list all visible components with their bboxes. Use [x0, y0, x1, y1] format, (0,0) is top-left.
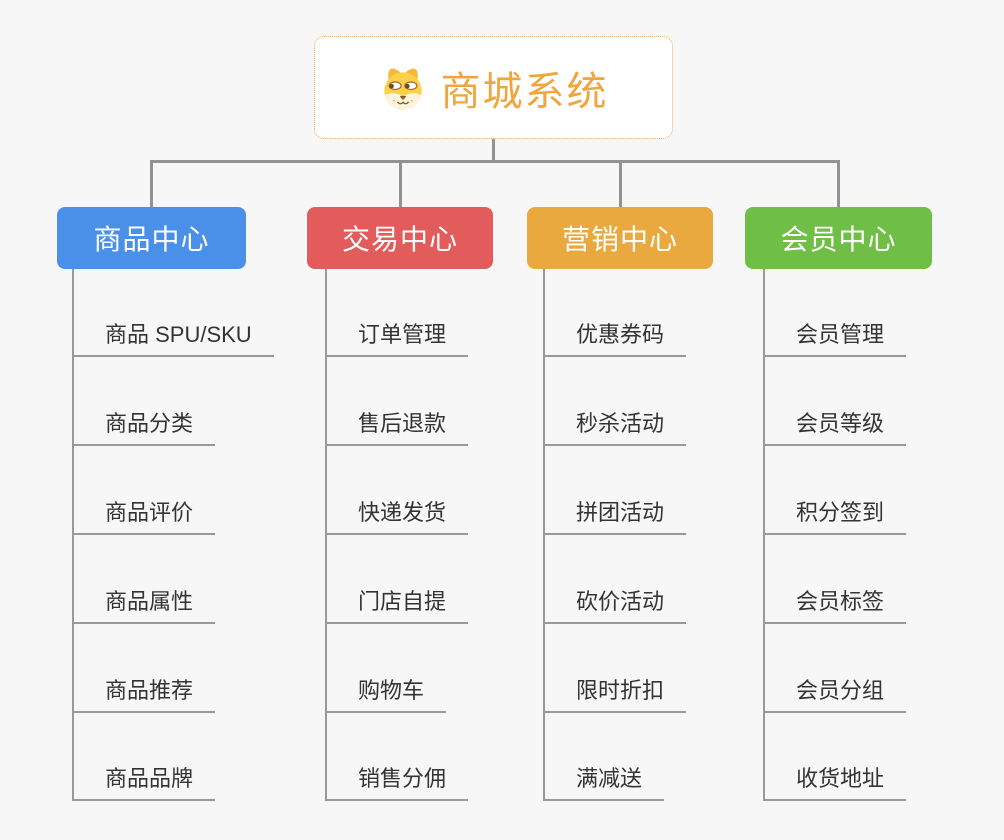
leaf-node[interactable]: 会员管理	[763, 311, 907, 357]
branch-label: 商品中心	[93, 224, 210, 255]
branch-node-trade-center[interactable]: 交易中心	[307, 207, 493, 269]
leaf-label: 收货地址	[796, 766, 885, 791]
leaf-node[interactable]: 商品 SPU/SKU	[72, 311, 274, 357]
leaf-label: 会员等级	[796, 411, 885, 436]
leaf-node[interactable]: 销售分佣	[325, 755, 469, 801]
branch-label: 交易中心	[341, 224, 458, 255]
leaf-label: 商品品牌	[105, 766, 194, 791]
leaf-node[interactable]: 会员标签	[763, 578, 907, 624]
leaf-label: 商品属性	[105, 589, 194, 614]
leaf-node[interactable]: 商品品牌	[72, 755, 216, 801]
leaf-label: 销售分佣	[358, 766, 447, 791]
child-spine-line	[325, 269, 327, 801]
child-spine-line	[543, 269, 545, 801]
leaf-node[interactable]: 优惠券码	[543, 311, 687, 357]
leaf-node[interactable]: 满减送	[543, 755, 665, 801]
leaf-node[interactable]: 限时折扣	[543, 667, 687, 713]
leaf-node[interactable]: 会员分组	[763, 667, 907, 713]
branch-node-marketing-center[interactable]: 营销中心	[527, 207, 713, 269]
leaf-label: 秒杀活动	[576, 411, 665, 436]
leaf-label: 拼团活动	[576, 500, 665, 525]
root-node[interactable]: 商城系统	[314, 36, 673, 139]
branch-drop-connector	[618, 160, 622, 207]
leaf-label: 商品分类	[105, 411, 194, 436]
branch-node-member-center[interactable]: 会员中心	[745, 207, 932, 269]
branch-label: 营销中心	[561, 224, 678, 255]
leaf-label: 限时折扣	[576, 678, 665, 703]
branch-drop-connector	[150, 160, 153, 207]
branch-node-product-center[interactable]: 商品中心	[57, 207, 246, 269]
leaf-node[interactable]: 门店自提	[325, 578, 469, 624]
branch-bus-connector	[150, 160, 840, 163]
leaf-label: 订单管理	[358, 322, 447, 347]
leaf-label: 售后退款	[358, 411, 447, 436]
leaf-node[interactable]: 购物车	[325, 667, 447, 713]
leaf-node[interactable]: 秒杀活动	[543, 400, 687, 446]
branch-drop-connector	[398, 160, 402, 207]
leaf-label: 会员管理	[796, 322, 885, 347]
leaf-label: 优惠券码	[576, 322, 665, 347]
leaf-label: 会员标签	[796, 589, 885, 614]
leaf-node[interactable]: 积分签到	[763, 489, 907, 535]
dog-face-icon	[379, 63, 427, 113]
leaf-node[interactable]: 商品推荐	[72, 667, 216, 713]
child-spine-line	[763, 269, 765, 801]
leaf-label: 商品 SPU/SKU	[105, 322, 252, 347]
leaf-node[interactable]: 商品评价	[72, 489, 216, 535]
branch-drop-connector	[837, 160, 840, 207]
leaf-node[interactable]: 收货地址	[763, 755, 907, 801]
leaf-label: 满减送	[576, 766, 643, 791]
leaf-node[interactable]: 售后退款	[325, 400, 469, 446]
leaf-label: 商品评价	[105, 500, 194, 525]
leaf-label: 砍价活动	[576, 589, 665, 614]
leaf-label: 会员分组	[796, 678, 885, 703]
leaf-node[interactable]: 拼团活动	[543, 489, 687, 535]
leaf-node[interactable]: 订单管理	[325, 311, 469, 357]
leaf-label: 快递发货	[358, 500, 447, 525]
leaf-node[interactable]: 商品分类	[72, 400, 216, 446]
root-stem-connector	[492, 139, 495, 163]
leaf-node[interactable]: 砍价活动	[543, 578, 687, 624]
leaf-label: 购物车	[358, 678, 425, 703]
leaf-node[interactable]: 会员等级	[763, 400, 907, 446]
leaf-label: 积分签到	[796, 500, 885, 525]
leaf-label: 商品推荐	[105, 678, 194, 703]
leaf-node[interactable]: 商品属性	[72, 578, 216, 624]
leaf-label: 门店自提	[358, 589, 447, 614]
leaf-node[interactable]: 快递发货	[325, 489, 469, 535]
child-spine-line	[72, 269, 74, 801]
branch-label: 会员中心	[780, 224, 897, 255]
root-label: 商城系统	[440, 69, 609, 114]
